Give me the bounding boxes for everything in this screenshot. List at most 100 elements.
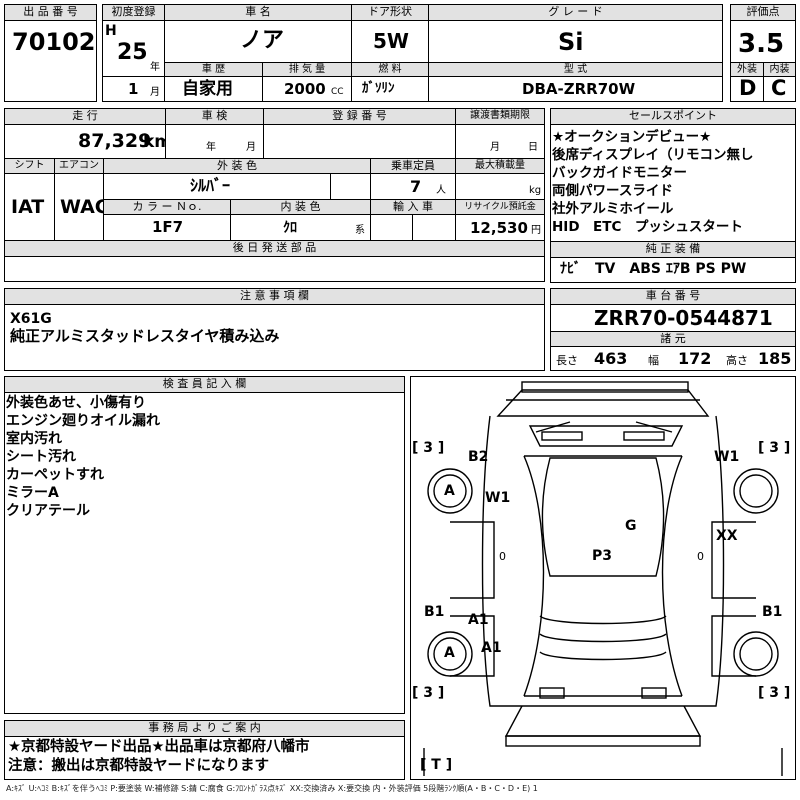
mark-a1-lower: A1 <box>481 640 502 656</box>
interior-color-label: 内 装 色 <box>230 199 371 215</box>
damage-diagram-box <box>410 376 796 780</box>
chassis-number: ZRR70-0544871 <box>594 306 773 330</box>
length: 463 <box>594 349 628 368</box>
interior-color: ｸﾛ <box>283 220 297 236</box>
plate-label: 登 録 番 号 <box>263 108 456 125</box>
notes-label: 注 意 事 項 欄 <box>4 288 545 305</box>
transfer-deadline-box <box>455 124 545 159</box>
office-line: 注意：搬出は京都特設ヤードになります <box>8 758 269 774</box>
import-box <box>370 214 456 241</box>
equipment-box <box>550 257 796 283</box>
ac-label: エアコン <box>54 158 104 174</box>
inspector-line: ミラーA <box>6 485 59 501</box>
import-label: 輸 入 車 <box>370 199 456 215</box>
note-line: 純正アルミスタッドレスタイヤ積み込み <box>10 327 280 345</box>
transfer-month-unit: 月 <box>490 142 500 153</box>
car-name-label: 車 名 <box>164 4 352 21</box>
recycle-fee: 12,530 <box>470 219 528 237</box>
max-load-box <box>455 173 545 200</box>
max-load-label: 最大積載量 <box>455 158 545 174</box>
list-item: HID ETC プッシュスタート <box>552 219 743 235</box>
lot-number-box <box>4 20 97 102</box>
inspector-line: シート汚れ <box>6 449 76 465</box>
interior-grade-box <box>763 76 796 102</box>
inspector-line: 外装色あせ、小傷有り <box>6 395 146 411</box>
registration-year: 25 <box>117 40 148 65</box>
list-item: バックガイドモニター <box>552 165 687 181</box>
mark-w1-left: W1 <box>485 490 511 506</box>
model: DBA-ZRR70W <box>522 80 636 98</box>
recycle-label: リサイクル預託金 <box>455 199 545 215</box>
door-type: 5W <box>373 29 409 53</box>
year-unit: 年 <box>150 62 160 73</box>
car-diagram <box>423 381 783 776</box>
mark-b1-left: B1 <box>424 604 445 620</box>
interior-color-box <box>230 214 371 241</box>
mark-b1-right: B1 <box>762 604 783 620</box>
inspection-box <box>165 124 264 159</box>
note-line: X61G <box>10 311 52 327</box>
width-label: 幅 <box>648 354 659 367</box>
first-registration-box <box>102 20 165 102</box>
later-parts-box <box>4 256 545 282</box>
fuel: ｶﾞｿﾘﾝ <box>362 81 395 96</box>
mark-p3: P3 <box>592 548 613 564</box>
office-line: ★京都特設ヤード出品★出品車は京都府八幡市 <box>8 739 310 755</box>
specs-label: 諸 元 <box>550 331 796 347</box>
specs-box <box>550 346 796 371</box>
air-conditioner: WAC <box>60 196 109 218</box>
mark-a-rear-left: A <box>444 645 455 661</box>
color-number: 1F7 <box>152 218 184 236</box>
mileage: 87,329 <box>78 130 152 152</box>
mark-zero-left: 0 <box>499 550 506 563</box>
later-parts-label: 後 日 発 送 部 品 <box>4 240 545 257</box>
car-name: ノア <box>240 28 285 53</box>
history-label: 車 歴 <box>164 62 263 77</box>
bracket-trunk: [ T ] <box>420 757 453 773</box>
grade: Si <box>558 28 584 56</box>
list-item: ★オークションデビュー★ <box>552 129 712 145</box>
transfer-day-unit: 日 <box>528 142 538 153</box>
color-number-label: カ ラ ー Ｎｏ. <box>103 199 231 215</box>
model-box <box>428 76 723 102</box>
legend: A:ｷｽﾞ U:ﾍｺﾐ B:ｷｽﾞを伴うﾍｺﾐ P:要塗装 W:補修跡 S:錆 … <box>6 784 538 793</box>
interior-color-unit: 系 <box>355 225 365 236</box>
era: H <box>105 23 117 39</box>
capacity-unit: 人 <box>436 185 446 196</box>
sales-points-box <box>550 124 796 242</box>
inspector-box <box>4 392 405 714</box>
exterior-color: ｼﾙﾊﾞｰ <box>190 176 231 195</box>
capacity: 7 <box>410 177 422 196</box>
width: 172 <box>678 349 712 368</box>
inspector-label: 検 査 員 記 入 欄 <box>4 376 405 393</box>
grade-label: グ レ ー ド <box>428 4 723 21</box>
mileage-box <box>4 124 166 159</box>
inspector-line: カーペットすれ <box>6 467 104 483</box>
interior-grade: C <box>771 76 787 100</box>
score-box <box>730 20 796 63</box>
sales-points-list: ★オークションデビュー★ 後席ディスプレイ（リモコン無し バックガイドモニター … <box>552 128 794 236</box>
lot-number-label: 出 品 番 号 <box>4 4 97 21</box>
vehicle-history: 自家用 <box>182 79 233 99</box>
mileage-unit: km <box>143 132 173 152</box>
transfer-deadline-label: 譲渡書類期限 <box>455 108 545 125</box>
model-label: 型 式 <box>428 62 723 77</box>
inspection-month-unit: 月 <box>246 142 256 153</box>
recycle-box <box>455 214 545 241</box>
office-notice-label: 事 務 局 よ り ご 案 内 <box>4 720 405 737</box>
shift-label: シフト <box>4 158 55 174</box>
plate-box <box>263 124 456 159</box>
inspector-line: 室内汚れ <box>6 431 62 447</box>
mark-b2: B2 <box>468 449 489 465</box>
capacity-label: 乗車定員 <box>370 158 456 174</box>
mark-g: G <box>625 518 637 534</box>
inspection-label: 車 検 <box>165 108 264 125</box>
displacement-unit: CC <box>331 87 344 97</box>
mark-xx: XX <box>716 528 738 544</box>
list-item: 両側パワースライド <box>552 183 673 199</box>
first-registration-label: 初度登録 <box>102 4 165 21</box>
sales-points-label: セールスポイント <box>550 108 796 125</box>
equipment: ﾅﾋﾞ TV ABS ｴｱB PS PW <box>560 261 747 277</box>
shift: IAT <box>11 196 45 218</box>
chassis-number-box <box>550 304 796 332</box>
